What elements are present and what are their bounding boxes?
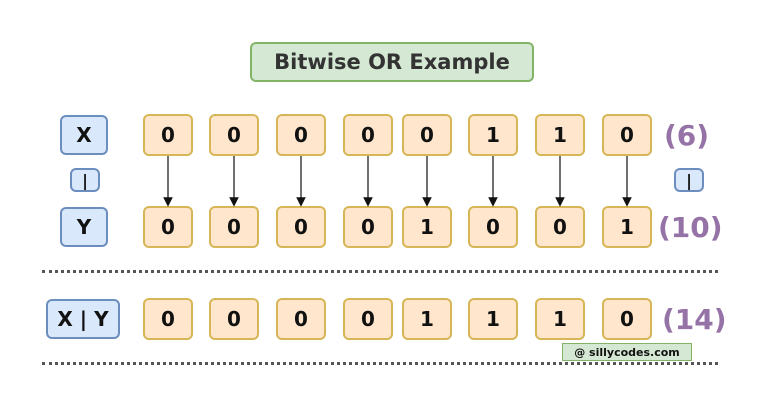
separator-bottom [42,362,718,365]
y-bit-3: 0 [343,206,393,248]
result-bit-7: 0 [602,298,652,340]
x-bit-2: 0 [276,114,326,156]
or-operator-left: | [70,168,100,192]
y-decimal: (10) [658,210,723,244]
x-bit-4: 0 [402,114,452,156]
y-label: Y [60,207,108,247]
or-operator-right: | [674,168,704,192]
y-bit-1: 0 [209,206,259,248]
y-bit-6: 0 [535,206,585,248]
result-bit-5: 1 [468,298,518,340]
y-bit-5: 0 [468,206,518,248]
diagram-title: Bitwise OR Example [250,42,534,82]
x-bit-0: 0 [143,114,193,156]
result-bit-2: 0 [276,298,326,340]
separator-top [42,270,718,273]
result-bit-6: 1 [535,298,585,340]
y-bit-2: 0 [276,206,326,248]
y-bit-0: 0 [143,206,193,248]
x-bit-5: 1 [468,114,518,156]
x-bit-3: 0 [343,114,393,156]
x-label: X [60,115,108,155]
x-bit-6: 1 [535,114,585,156]
result-bit-4: 1 [402,298,452,340]
result-bit-0: 0 [143,298,193,340]
x-bit-7: 0 [602,114,652,156]
result-bit-1: 0 [209,298,259,340]
x-decimal: (6) [664,118,710,152]
result-decimal: (14) [662,302,727,336]
result-label: X | Y [46,299,120,339]
result-bit-3: 0 [343,298,393,340]
x-bit-1: 0 [209,114,259,156]
y-bit-7: 1 [602,206,652,248]
y-bit-4: 1 [402,206,452,248]
watermark: @ sillycodes.com [562,343,692,361]
